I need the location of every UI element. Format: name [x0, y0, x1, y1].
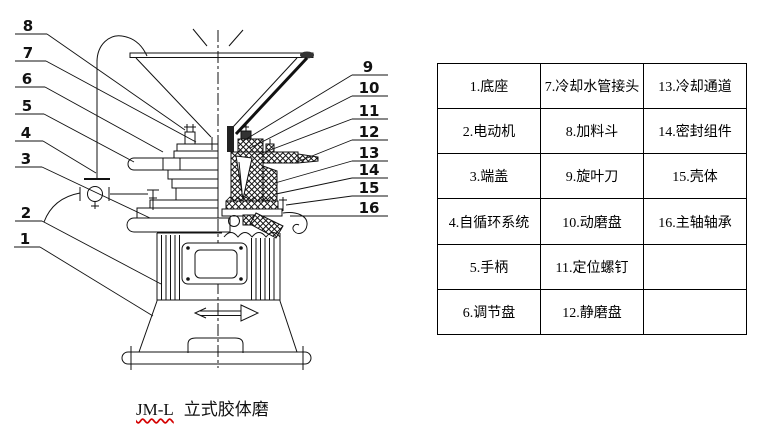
- callout-number: 8: [23, 17, 33, 35]
- part-cell: 3.端盖: [437, 153, 541, 200]
- part-cell: [643, 288, 747, 336]
- handle: [127, 157, 181, 171]
- mill-head-section: [221, 124, 319, 239]
- part-cell: 7.冷却水管接头: [540, 62, 644, 110]
- callout-number: 4: [21, 124, 31, 142]
- part-cell: 1.底座: [437, 62, 541, 110]
- callout-number: 7: [23, 44, 33, 62]
- callout-number: 5: [22, 97, 32, 115]
- part-cell: 9.旋叶刀: [540, 153, 644, 200]
- feed-hopper: [129, 51, 314, 150]
- part-cell: 10.动磨盘: [540, 198, 644, 245]
- callout-number: 15: [359, 179, 380, 197]
- motor-body: [156, 232, 281, 301]
- part-cell: 16.主轴轴承: [643, 198, 747, 245]
- parts-table: 1.底座 7.冷却水管接头 13.冷却通道 2.电动机 8.加料斗 14.密封组…: [437, 62, 747, 336]
- terminal-box: [181, 242, 248, 285]
- part-cell: 4.自循环系统: [437, 198, 541, 245]
- base-skirt: [138, 300, 298, 353]
- valve: [79, 186, 148, 209]
- table-row: 5.手柄 11.定位螺钉: [437, 243, 747, 290]
- callout-number: 9: [363, 58, 373, 76]
- callout-number: 12: [359, 123, 380, 141]
- callout-number: 6: [22, 70, 32, 88]
- part-cell: 13.冷却通道: [643, 62, 747, 110]
- table-row: 2.电动机 8.加料斗 14.密封组件: [437, 108, 747, 155]
- part-cell: 12.静磨盘: [540, 288, 644, 336]
- callout-number: 10: [359, 79, 380, 97]
- machine-diagram: 8 7 6 5 4 3 2 1 9 10 11 12 13 14 15 16: [14, 17, 388, 370]
- part-cell: 5.手柄: [437, 243, 541, 290]
- callout-number: 1: [20, 230, 30, 248]
- part-cell: 6.调节盘: [437, 288, 541, 336]
- callout-number: 11: [359, 102, 380, 120]
- part-cell: 14.密封组件: [643, 108, 747, 155]
- callout-numbers-right: 9 10 11 12 13 14 15 16: [359, 58, 380, 217]
- foot-pad: [187, 337, 244, 353]
- mill-head-left: [126, 124, 231, 233]
- caption-name: 立式胶体磨: [183, 400, 269, 419]
- callout-number: 13: [359, 144, 380, 162]
- table-row: 6.调节盘 12.静磨盘: [437, 288, 747, 336]
- callout-numbers-left: 8 7 6 5 4 3 2 1: [20, 17, 33, 248]
- rotation-arrow: [193, 304, 260, 322]
- part-cell: [643, 243, 747, 290]
- circulation-pipe: [43, 35, 148, 223]
- callout-number: 16: [359, 199, 380, 217]
- callout-number: 2: [21, 204, 31, 222]
- diagram-caption: JM-L 立式胶体磨: [136, 395, 269, 420]
- table-row: 4.自循环系统 10.动磨盘 16.主轴轴承: [437, 198, 747, 245]
- table-row: 3.端盖 9.旋叶刀 15.壳体: [437, 153, 747, 200]
- part-cell: 2.电动机: [437, 108, 541, 155]
- leader-lines-right: [242, 74, 388, 217]
- callout-number: 14: [359, 161, 380, 179]
- table-row: 1.底座 7.冷却水管接头 13.冷却通道: [437, 62, 747, 110]
- base-flange: [121, 346, 312, 370]
- callout-number: 3: [21, 150, 31, 168]
- part-cell: 8.加料斗: [540, 108, 644, 155]
- leader-lines-left: [14, 33, 197, 317]
- caption-model: JM-L: [136, 400, 174, 419]
- part-cell: 15.壳体: [643, 153, 747, 200]
- part-cell: 11.定位螺钉: [540, 243, 644, 290]
